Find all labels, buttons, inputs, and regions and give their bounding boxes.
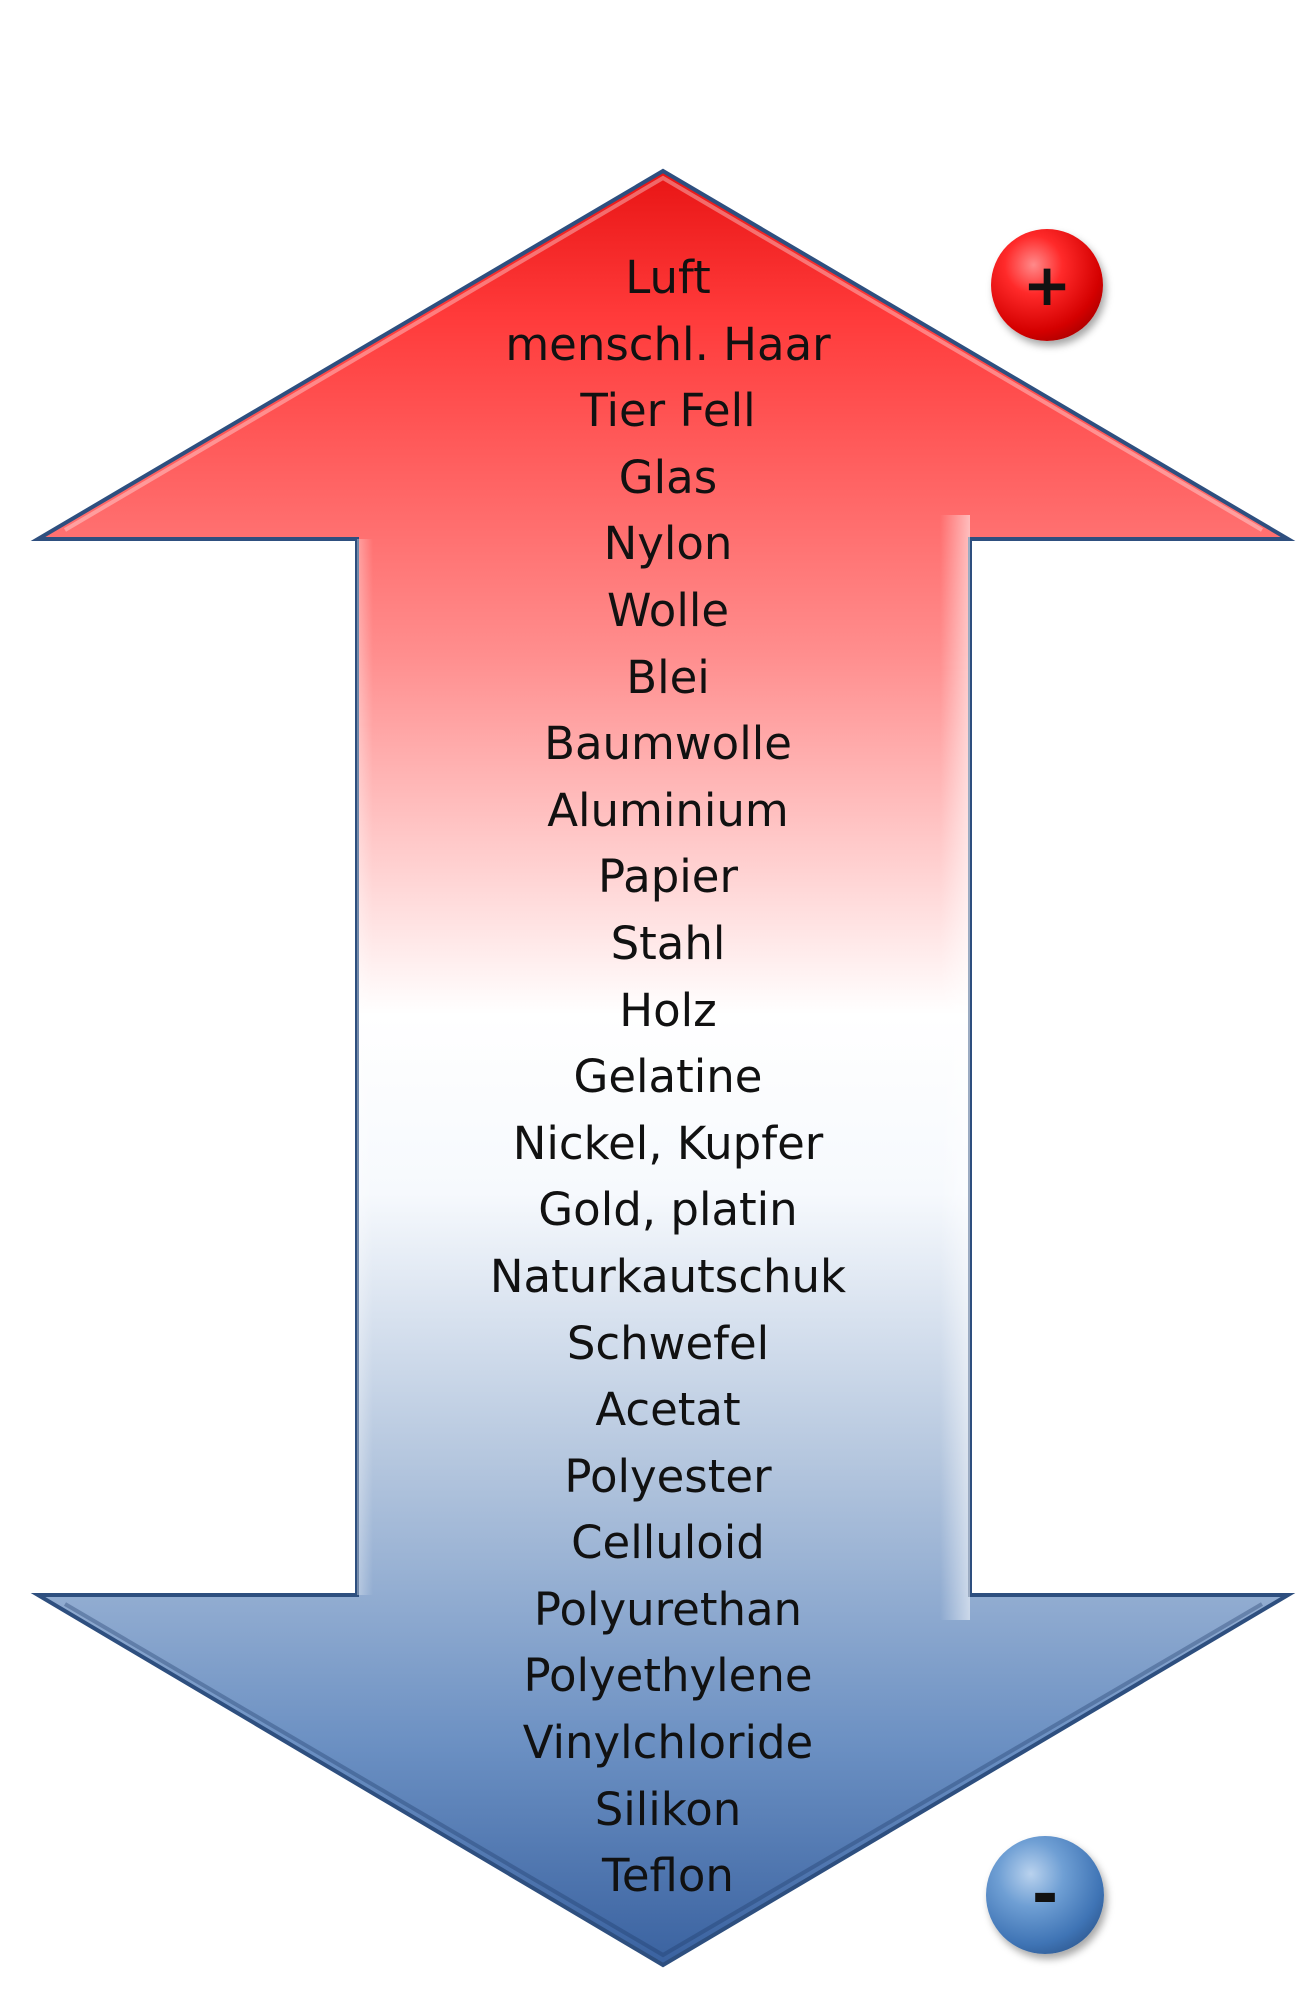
- material-item: Teflon: [602, 1849, 734, 1903]
- material-item: Acetat: [595, 1383, 741, 1437]
- material-item: Glas: [618, 450, 718, 504]
- material-item: Celluloid: [571, 1516, 765, 1570]
- material-item: Baumwolle: [544, 717, 792, 771]
- material-item: Aluminium: [547, 783, 789, 837]
- material-item: Nylon: [603, 517, 733, 571]
- upper-head-bevel: [63, 175, 1264, 532]
- material-item: menschl. Haar: [505, 317, 831, 371]
- lower-head-bevel: [63, 1602, 1264, 1958]
- shaft-highlight-right: [940, 515, 970, 1620]
- material-item: Nickel, Kupfer: [512, 1116, 824, 1170]
- material-item: Schwefel: [566, 1316, 770, 1370]
- material-item: Gelatine: [573, 1050, 763, 1104]
- plus-symbol: +: [1022, 251, 1072, 319]
- material-item: Polyethylene: [523, 1649, 813, 1703]
- material-item: Blei: [626, 650, 710, 704]
- material-item: Silikon: [594, 1782, 742, 1836]
- material-item: Gold, platin: [538, 1183, 798, 1237]
- double-arrow-body: [30, 168, 1296, 1968]
- minus-symbol: -: [1031, 1858, 1059, 1932]
- triboelectric-series-list: Luft menschl. Haar Tier Fell Glas Nylon …: [0, 245, 1311, 1910]
- material-item: Stahl: [610, 916, 726, 970]
- positive-charge-icon: +: [991, 229, 1103, 341]
- material-item: Luft: [625, 251, 711, 304]
- material-item: Tier Fell: [580, 384, 756, 438]
- shaft-highlight-left: [357, 539, 373, 1595]
- material-item: Wolle: [606, 583, 730, 637]
- material-item: Polyester: [564, 1449, 772, 1503]
- material-item: Polyurethan: [533, 1582, 803, 1636]
- negative-charge-icon: -: [986, 1836, 1104, 1954]
- material-item: Vinylchloride: [522, 1716, 814, 1770]
- material-item: Papier: [598, 850, 738, 904]
- material-item: Holz: [619, 983, 717, 1037]
- material-item: Naturkautschuk: [489, 1249, 847, 1303]
